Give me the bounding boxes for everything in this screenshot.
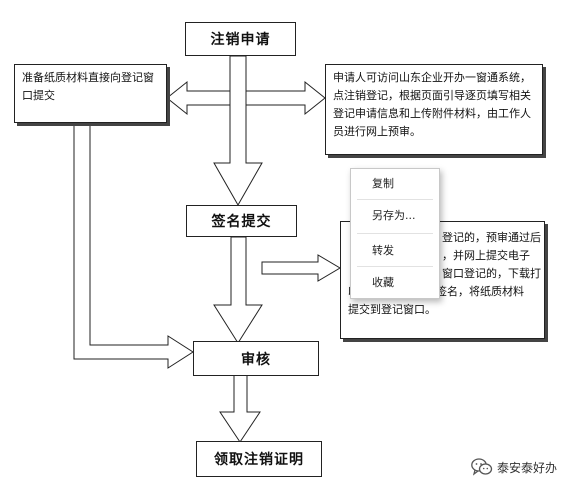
step-sign-label: 签名提交 bbox=[211, 214, 272, 230]
right-note-top-text: 申请人可访问山东企业开办一窗通系统，点注销登记，根据页面引导逐页填写相关登记申请… bbox=[333, 71, 531, 138]
watermark-text: 泰安泰好办 bbox=[496, 460, 557, 475]
step-review-label: 审核 bbox=[241, 351, 271, 368]
step-certificate-box: 领取注销证明 bbox=[196, 441, 322, 477]
arrow-review-to-certificate bbox=[219, 374, 261, 443]
arrow-sign-to-review bbox=[213, 236, 263, 344]
step-apply-box: 注销申请 bbox=[185, 22, 296, 56]
left-note-box: 准备纸质材料直接向登记窗口提交 bbox=[14, 64, 167, 123]
right-note-bottom-line-1: 登记的，预审通过后 bbox=[442, 231, 541, 244]
wechat-icon bbox=[471, 458, 493, 476]
menu-item-favorite[interactable]: 收藏 bbox=[372, 276, 394, 289]
step-certificate-label: 领取注销证明 bbox=[214, 452, 304, 468]
context-menu: 复制 另存为... 转发 收藏 bbox=[350, 168, 440, 299]
menu-separator bbox=[357, 233, 433, 234]
right-note-bottom-line-5: 提交到登记窗口。 bbox=[348, 303, 436, 316]
step-review-box: 审核 bbox=[193, 341, 319, 376]
watermark: 泰安泰好办 bbox=[471, 458, 557, 476]
arrow-to-left-note bbox=[166, 80, 231, 116]
arrow-apply-to-sign bbox=[213, 55, 263, 207]
step-sign-box: 签名提交 bbox=[186, 205, 297, 237]
arrow-to-right-note bbox=[245, 80, 326, 116]
right-note-bottom-line-3: 窗口登记的，下载打 bbox=[442, 267, 541, 280]
right-note-bottom-line-2: ，并网上提交电子 bbox=[442, 249, 530, 262]
step-apply-label: 注销申请 bbox=[210, 32, 271, 48]
right-note-top-box: 申请人可访问山东企业开办一窗通系统，点注销登记，根据页面引导逐页填写相关登记申请… bbox=[325, 64, 543, 155]
left-note-text: 准备纸质材料直接向登记窗口提交 bbox=[22, 71, 154, 102]
menu-item-forward[interactable]: 转发 bbox=[372, 244, 394, 257]
menu-item-save-as[interactable]: 另存为... bbox=[372, 209, 416, 222]
menu-separator bbox=[357, 199, 433, 200]
menu-separator bbox=[357, 266, 433, 267]
arrow-left-note-to-review bbox=[73, 122, 194, 369]
arrow-to-right-note-bottom bbox=[261, 254, 341, 282]
menu-item-copy[interactable]: 复制 bbox=[372, 177, 394, 190]
